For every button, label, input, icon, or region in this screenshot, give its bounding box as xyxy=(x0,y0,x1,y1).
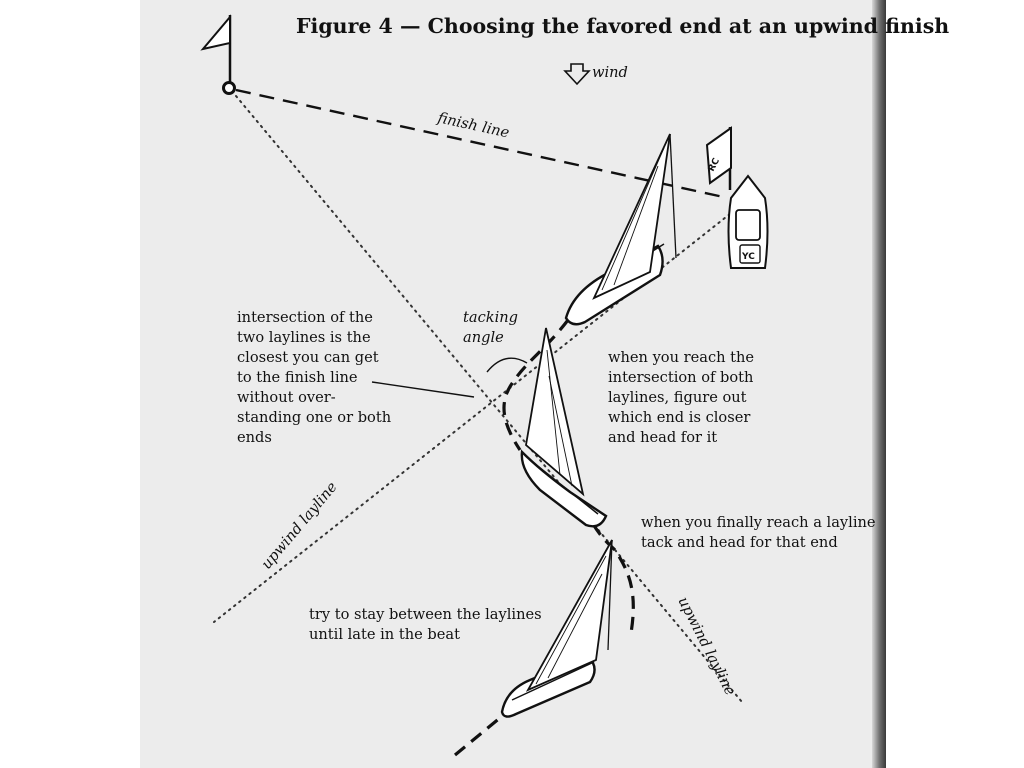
sailboat-icon-bottom xyxy=(500,539,613,718)
svg-text:to the finish line: to the finish line xyxy=(237,369,358,386)
svg-text:closest you can get: closest you can get xyxy=(237,349,379,366)
finish-line xyxy=(235,88,729,200)
svg-text:when you reach the: when you reach the xyxy=(608,349,754,366)
note-stay-between: try to stay between the laylines until l… xyxy=(309,606,542,643)
sailboat-icon-top xyxy=(564,133,677,326)
upwind-layline-label-right: upwind layline xyxy=(674,594,738,698)
committee-boat-icon xyxy=(705,126,769,269)
figure-title: Figure 4 — Choosing the favored end at a… xyxy=(296,14,949,38)
svg-text:intersection of the: intersection of the xyxy=(237,309,373,326)
tacking-angle-arc xyxy=(486,357,528,373)
svg-text:and head for it: and head for it xyxy=(608,429,717,446)
layline-port xyxy=(235,95,743,703)
pin-end-flag-icon xyxy=(200,14,236,95)
svg-text:ends: ends xyxy=(237,429,272,446)
tacking-angle-label: tacking angle xyxy=(463,309,518,346)
book-spine-shadow xyxy=(872,0,886,768)
svg-text:intersection of both: intersection of both xyxy=(608,369,753,386)
upwind-layline-label-left: upwind layline xyxy=(258,479,341,573)
committee-boat-text: YC xyxy=(741,252,755,262)
svg-text:standing one or both: standing one or both xyxy=(237,409,391,426)
svg-text:try to stay between the laylin: try to stay between the laylines xyxy=(309,606,542,623)
svg-text:two laylines is the: two laylines is the xyxy=(237,329,371,346)
svg-text:when you finally reach a layli: when you finally reach a layline xyxy=(641,514,876,531)
sailboat-icon-middle xyxy=(520,327,608,528)
note-intersection: intersection of the two laylines is the … xyxy=(237,309,391,446)
wind-label: wind xyxy=(592,64,628,81)
svg-text:until late in the beat: until late in the beat xyxy=(309,626,460,643)
svg-text:laylines, figure out: laylines, figure out xyxy=(608,389,747,406)
note-reach-intersection: when you reach the intersection of both … xyxy=(608,349,754,446)
intersection-leader-line xyxy=(371,381,475,398)
finish-line-label: finish line xyxy=(435,109,511,141)
wind-arrow-icon xyxy=(563,63,591,86)
svg-text:without over-: without over- xyxy=(237,389,336,406)
svg-text:tacking: tacking xyxy=(463,309,518,326)
svg-text:angle: angle xyxy=(463,329,504,346)
note-reach-layline: when you finally reach a layline tack an… xyxy=(641,514,876,551)
svg-text:which end is closer: which end is closer xyxy=(608,409,750,426)
svg-text:tack and head for that end: tack and head for that end xyxy=(641,534,838,551)
